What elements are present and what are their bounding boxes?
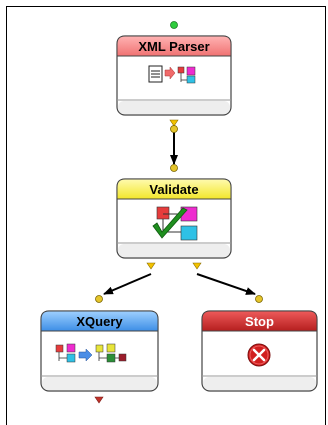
end-arrow [94,396,104,404]
workflow-diagram: XML Parser Validate [40,21,318,404]
output-port-arrow [146,262,156,270]
input-port[interactable] [170,164,178,172]
workflow-canvas: XML Parser Validate [6,6,326,425]
edge-validate-to-xquery[interactable] [103,273,152,295]
node-title: XQuery [76,314,123,329]
input-port[interactable] [255,295,263,303]
document-to-tree-icon [148,65,196,84]
output-port[interactable] [170,125,178,133]
stop-x-icon [247,343,271,367]
node-validate[interactable]: Validate [116,164,232,270]
output-port-arrow [169,119,179,127]
tree-to-tree-icon [55,343,127,363]
output-port-arrow [192,262,202,270]
tree-checkmark-icon [152,206,198,241]
node-title: XML Parser [138,39,209,54]
node-title: Validate [149,182,198,197]
input-port[interactable] [95,295,103,303]
input-port[interactable] [170,21,178,29]
node-xml-parser[interactable]: XML Parser [116,21,232,133]
node-xquery[interactable]: XQuery [40,295,159,404]
node-title: Stop [245,314,274,329]
edge-validate-to-stop[interactable] [196,273,256,295]
node-stop[interactable]: Stop [201,295,318,392]
